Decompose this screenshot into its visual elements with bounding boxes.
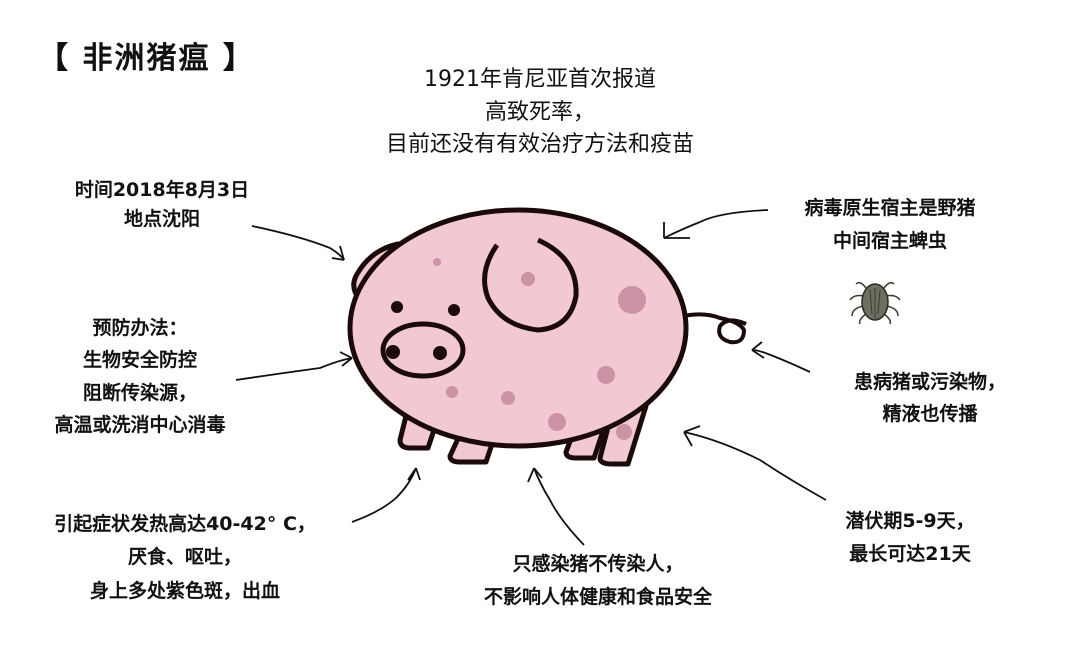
pig-tail: [683, 312, 747, 345]
note-line: 只感染猪不传染人，: [512, 553, 684, 575]
note-symptoms: 引起症状发热高达40-42° C， 厌食、呕吐， 身上多处紫色斑，出血: [30, 508, 340, 608]
pig-nostril: [433, 346, 447, 360]
pig-body: [347, 207, 689, 449]
note-line: 高温或洗消中心消毒: [54, 413, 226, 436]
arrow-transmission: [751, 341, 811, 373]
note-line: 不影响人体健康和食品安全: [483, 586, 712, 609]
note-time-place: 时间2018年8月3日 地点沈阳: [52, 176, 272, 235]
header-line-3: 目前还没有有效治疗方法和疫苗: [385, 132, 694, 158]
note-line: 身上多处紫色斑，出血: [89, 579, 280, 602]
pig-nostril: [386, 345, 400, 359]
arrow-human-safety: [527, 467, 585, 546]
pig-snout: [380, 321, 466, 379]
arrow-symptoms: [351, 467, 421, 523]
pig-eye: [448, 304, 460, 316]
pig-eye: [391, 301, 403, 313]
note-hosts: 病毒原生宿主是野猪 中间宿主蜱虫: [774, 192, 1006, 259]
header-text: 1921年肯尼亚首次报道 高致死率， 目前还没有有效治疗方法和疫苗: [330, 64, 750, 162]
note-incubation: 潜伏期5-9天， 最长可达21天: [830, 505, 990, 572]
header-line-2: 高致死率，: [484, 99, 595, 125]
note-line: 潜伏期5-9天，: [845, 510, 975, 532]
note-line: 精液也传播: [882, 403, 978, 426]
header-line-1: 1921年肯尼亚首次报道: [424, 67, 656, 92]
note-line: 最长可达21天: [849, 543, 971, 566]
note-prevention: 预防办法： 生物安全防控 阻断传染源， 高温或洗消中心消毒: [30, 312, 250, 441]
arrow-hosts: [663, 209, 769, 239]
note-line: 患病猪或污染物，: [853, 371, 1006, 393]
pig-illustration: [347, 207, 747, 467]
arrow-incubation: [683, 425, 827, 501]
note-transmission: 患病猪或污染物， 精液也传播: [830, 366, 1030, 431]
note-line: 预防办法：: [92, 317, 188, 339]
arrow-prevention: [235, 351, 353, 381]
note-line: 时间2018年8月3日: [74, 179, 250, 201]
pig-spots: [433, 258, 646, 440]
pig-ear-outline: [482, 237, 579, 333]
tick-illustration: [849, 281, 901, 325]
arrow-time-place: [251, 225, 345, 261]
note-line: 厌食、呕吐，: [127, 546, 242, 569]
page-title: 【 非洲猪瘟 】: [38, 41, 255, 76]
note-line: 生物安全防控: [82, 349, 197, 372]
arrows: [235, 209, 827, 546]
note-line: 中间宿主蜱虫: [832, 230, 947, 253]
note-human-safety: 只感染猪不传染人， 不影响人体健康和食品安全: [448, 548, 748, 615]
note-line: 地点沈阳: [123, 208, 200, 231]
note-line: 引起症状发热高达40-42° C，: [54, 513, 316, 535]
note-line: 病毒原生宿主是野猪: [804, 197, 976, 219]
note-line: 阻断传染源，: [82, 381, 197, 404]
